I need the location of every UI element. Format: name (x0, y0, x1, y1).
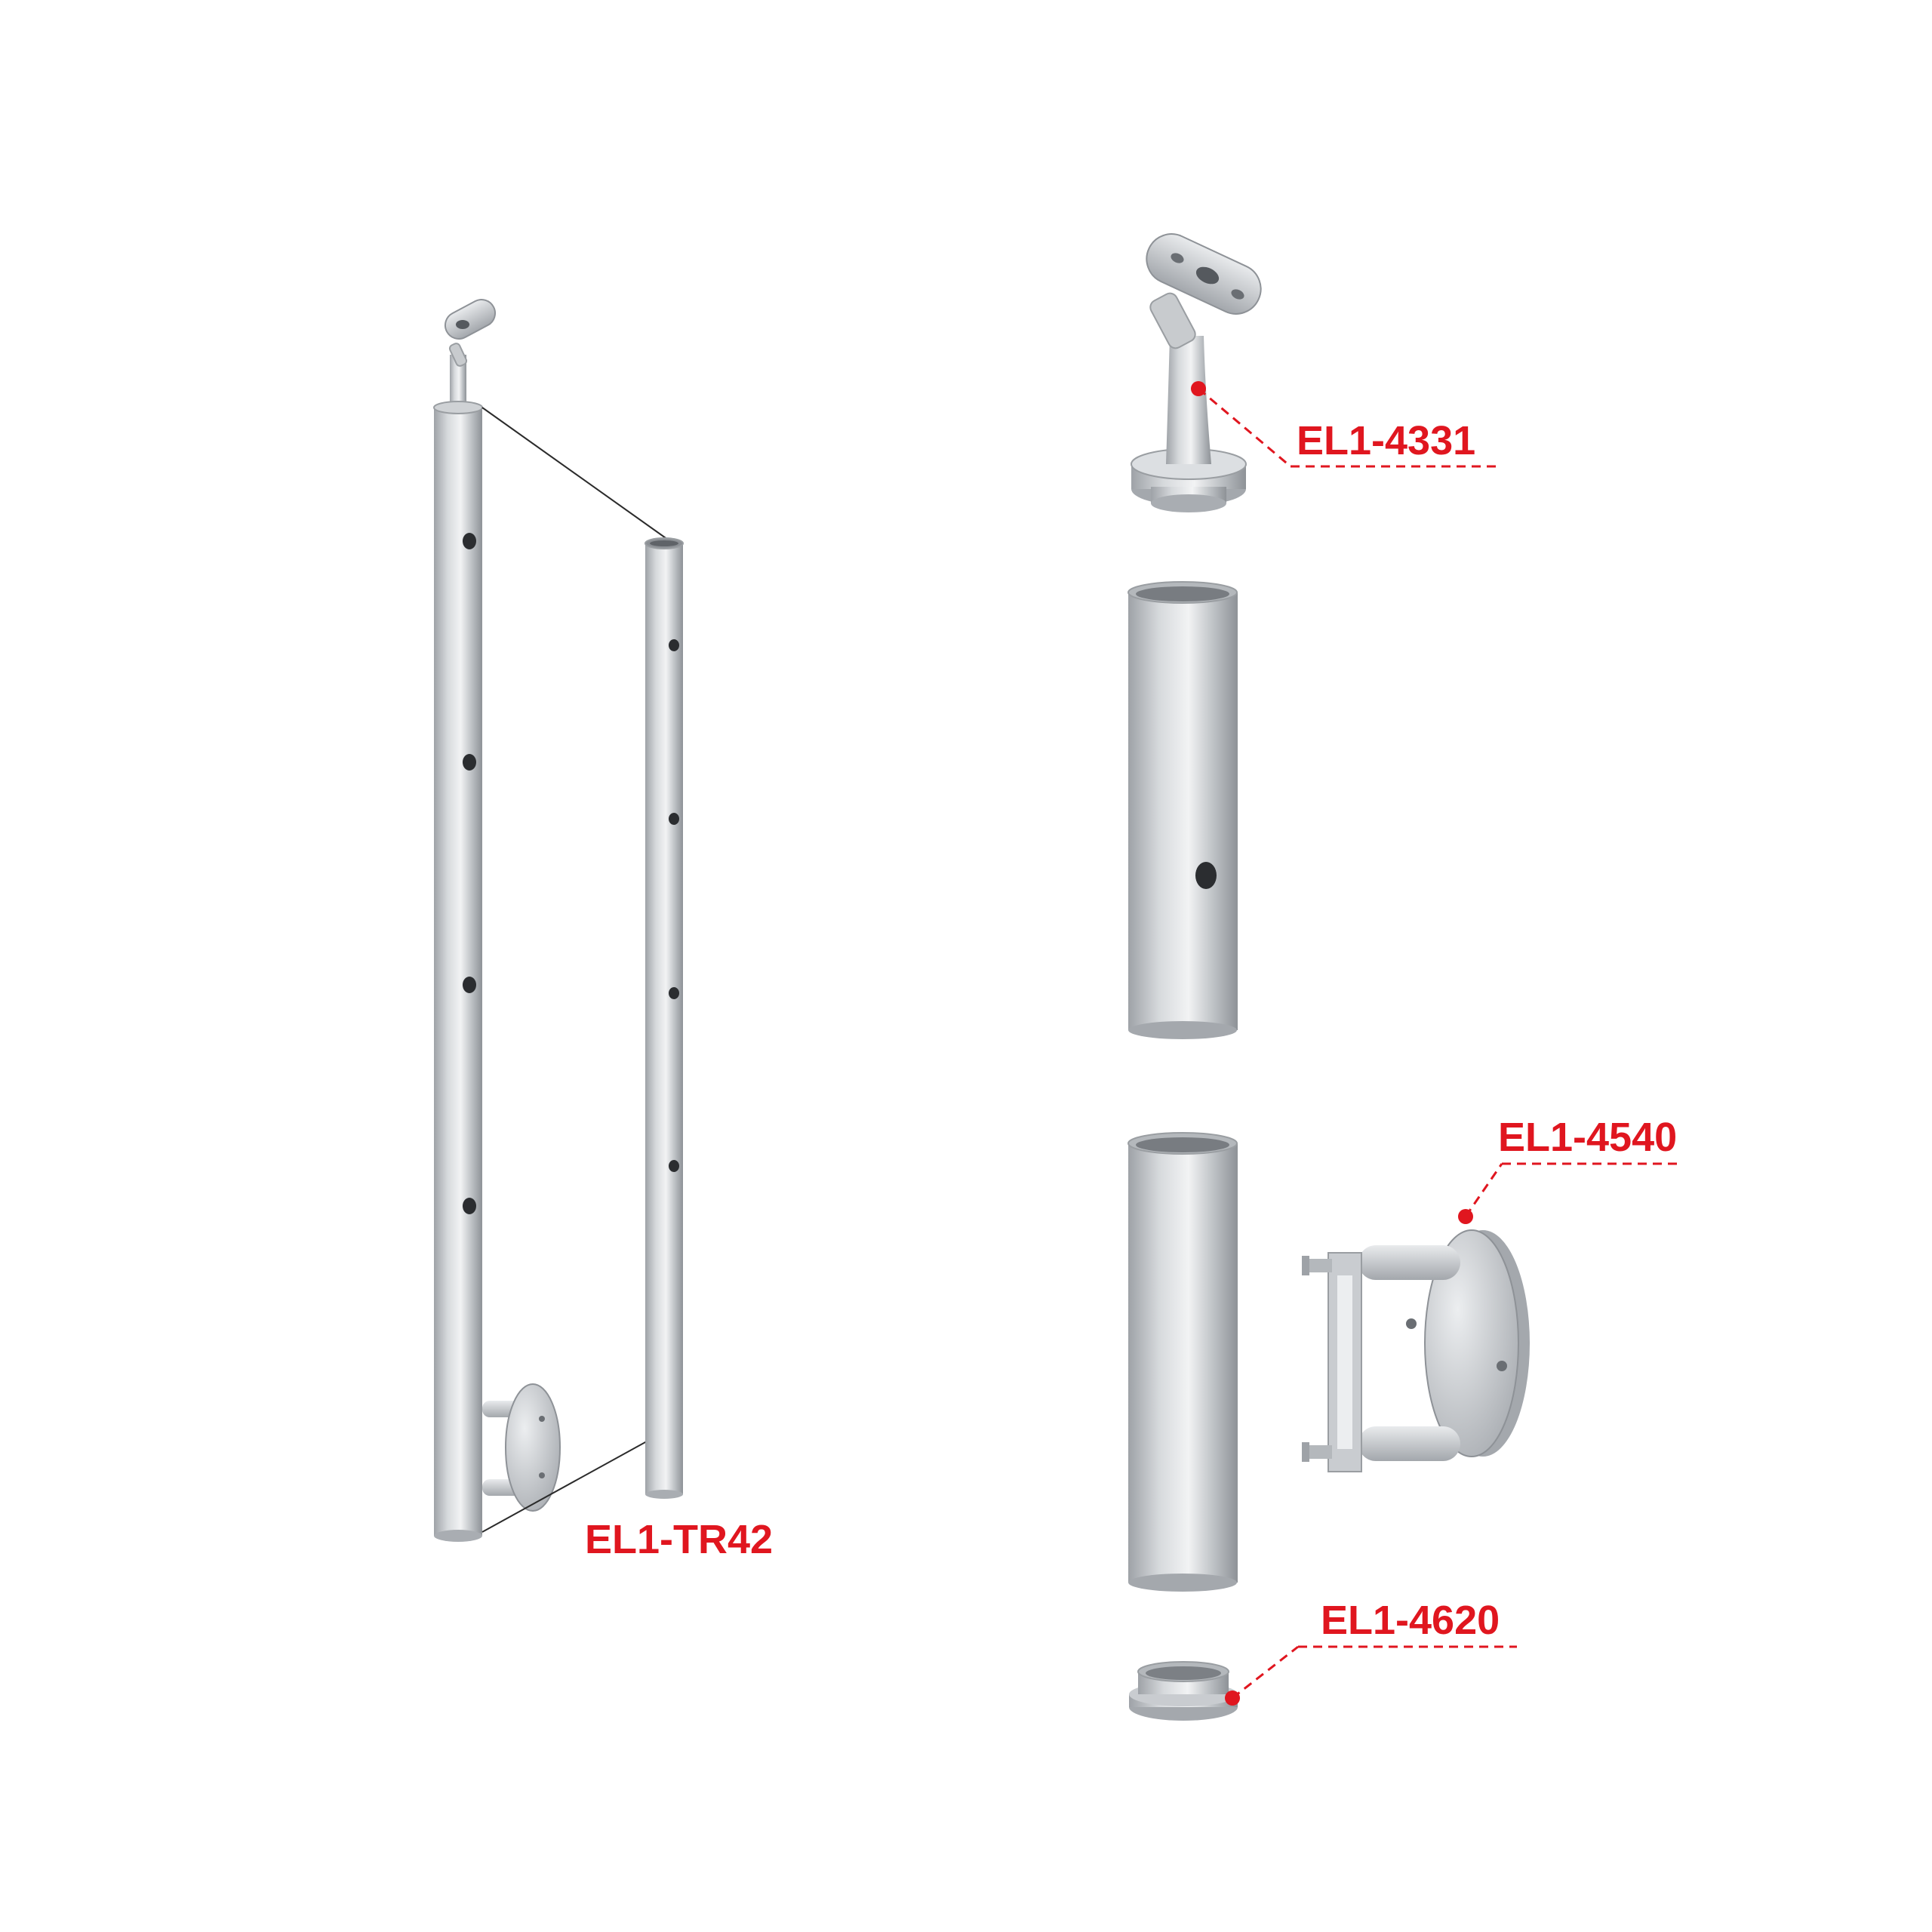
wall-bracket-part (1302, 1229, 1530, 1472)
tube-hole (463, 533, 476, 549)
callout-handrail-support (1191, 381, 1498, 468)
label-end-cap: EL1-4620 (1321, 1598, 1500, 1643)
callout-end-cap (1225, 1645, 1517, 1706)
tube-hole (463, 977, 476, 993)
label-tube: EL1-TR42 (585, 1517, 773, 1562)
label-wall-bracket: EL1-4540 (1498, 1115, 1677, 1160)
leader-line-bottom (481, 1433, 661, 1533)
tube-hole (669, 987, 679, 999)
tube-hole (669, 1160, 679, 1172)
tube-hole (669, 813, 679, 825)
end-cap-part (1129, 1661, 1238, 1721)
tube-hole (1195, 862, 1217, 889)
tube-hole (463, 1198, 476, 1214)
label-handrail-support: EL1-4331 (1297, 418, 1475, 463)
assembled-post (433, 299, 561, 1542)
assembled-tube (433, 401, 483, 1542)
leader-line-top (481, 407, 669, 540)
tube-hole (463, 754, 476, 771)
handrail-support-part (1131, 233, 1262, 512)
tube-hole (669, 639, 679, 651)
tube-part (645, 537, 684, 1499)
assembled-wall-bracket (482, 1383, 561, 1512)
callout-wall-bracket (1458, 1162, 1679, 1224)
lower-tube-section (1128, 1132, 1238, 1592)
upper-tube-section (1128, 581, 1238, 1039)
assembled-handrail-saddle (444, 299, 497, 408)
